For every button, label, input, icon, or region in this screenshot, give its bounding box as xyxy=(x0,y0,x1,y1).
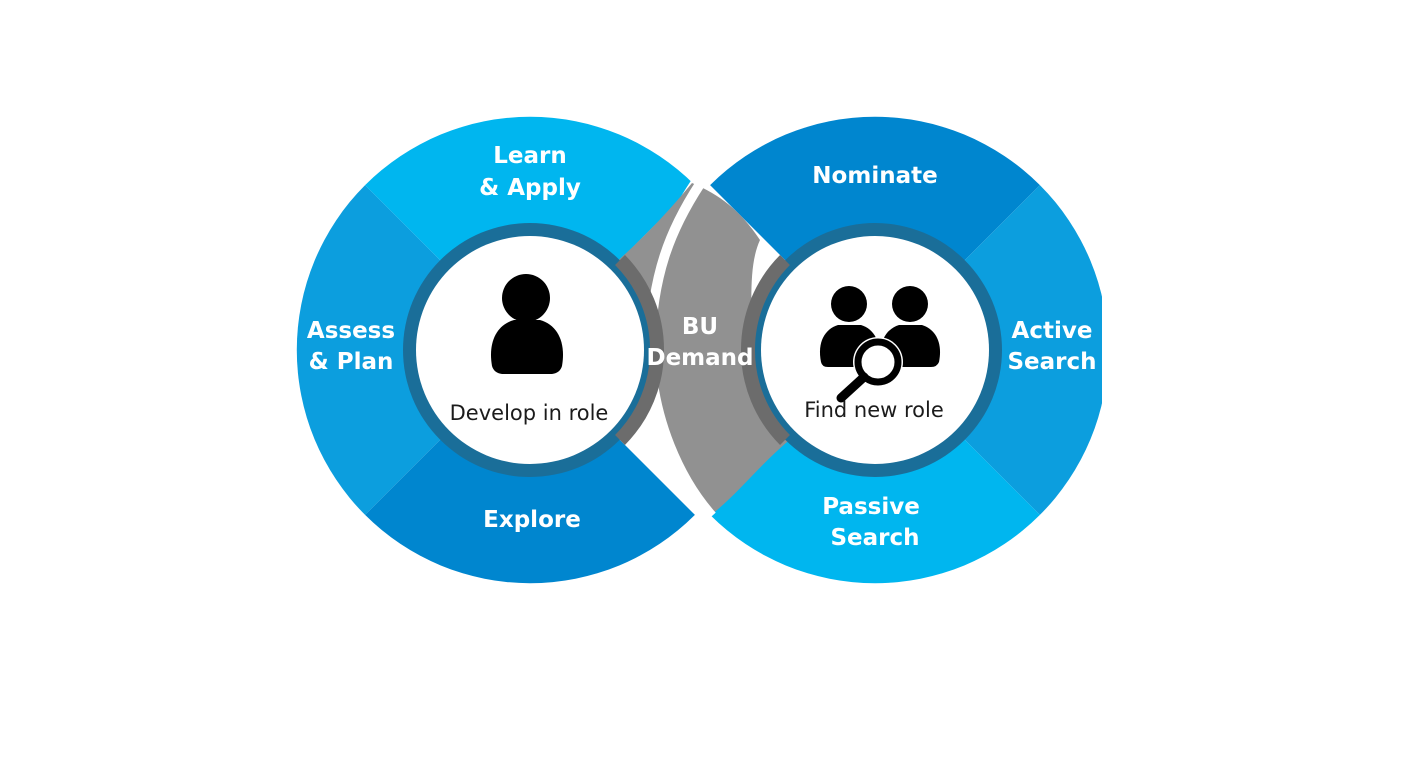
label-learn-apply-line1: Learn xyxy=(493,143,567,169)
label-assess-plan-line2: & Plan xyxy=(309,349,394,375)
label-passive-search-line2: Search xyxy=(830,525,919,551)
label-find-new-role: Find new role xyxy=(804,398,944,422)
right-inner-ring-gray xyxy=(740,255,791,445)
person-icon xyxy=(490,274,564,374)
label-active-search-line1: Active xyxy=(1012,318,1093,344)
label-passive-search-line1: Passive xyxy=(822,494,920,520)
label-assess-plan-line1: Assess xyxy=(307,318,395,344)
label-develop-in-role: Develop in role xyxy=(450,401,609,425)
label-bu-demand-line2: Demand xyxy=(646,345,753,371)
label-nominate: Nominate xyxy=(812,163,937,189)
label-bu-demand-line1: BU xyxy=(682,314,718,340)
label-explore: Explore xyxy=(483,507,581,533)
left-inner-ring-gray xyxy=(614,255,665,445)
label-learn-apply-line2: & Apply xyxy=(479,175,581,201)
people-search-icon xyxy=(819,286,941,403)
label-active-search-line2: Search xyxy=(1007,349,1096,375)
right-edge-mask xyxy=(1102,100,1162,600)
